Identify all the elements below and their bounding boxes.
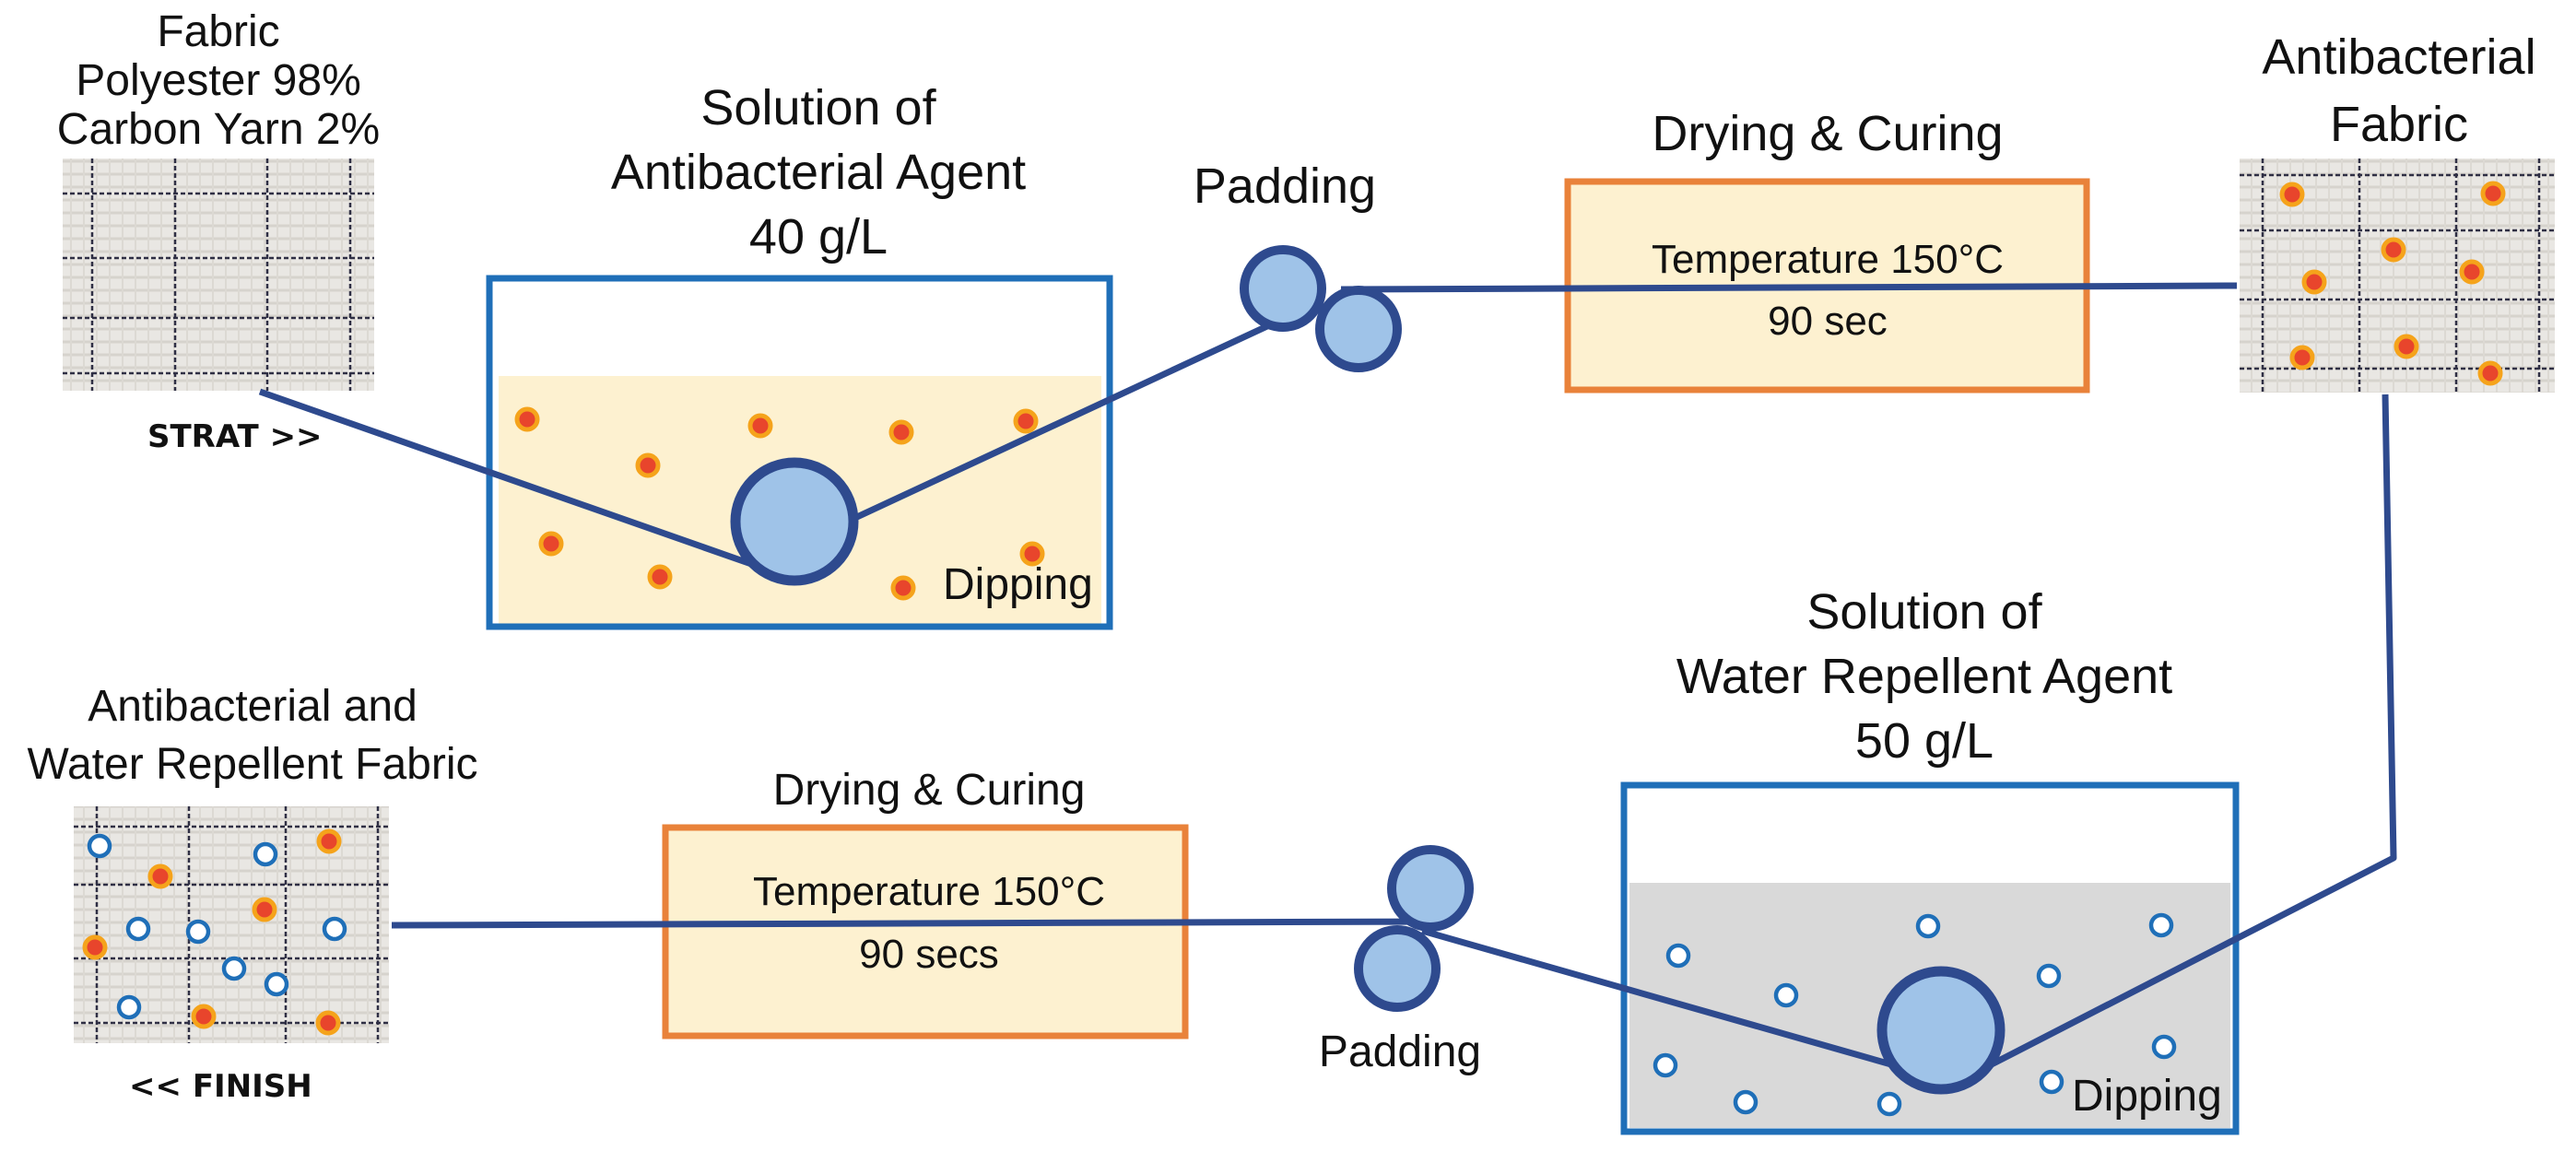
dip-roller-antibacterial	[730, 457, 859, 586]
antibacterial-tank-title-3: 40 g/L	[749, 209, 888, 264]
finish-fabric-title-2: Water Repellent Fabric	[27, 740, 477, 789]
padding-rollers-bottom	[1354, 845, 1474, 1012]
drying-curing-top: Drying & Curing Temperature 150°C 90 sec	[1564, 106, 2090, 393]
drying-top-temperature: Temperature 150°C	[1652, 237, 2004, 282]
drying-bottom-title: Drying & Curing	[773, 766, 1086, 815]
start-fabric-title-3: Carbon Yarn 2%	[57, 105, 380, 154]
drying-top-duration: 90 sec	[1768, 299, 1888, 344]
antibacterial-tank-title-1: Solution of	[700, 80, 936, 135]
water-dipping-label: Dipping	[2072, 1072, 2222, 1121]
antibacterial-dipping-label: Dipping	[943, 560, 1093, 609]
water-tank-title-3: 50 g/L	[1855, 713, 1994, 769]
dip-roller-water	[1876, 966, 2006, 1095]
drying-curing-bottom: Drying & Curing Temperature 150°C 90 sec…	[662, 766, 1189, 1039]
start-fabric: Fabric Polyester 98% Carbon Yarn 2% STRA…	[57, 7, 380, 455]
finish-caption: << FINISH	[129, 1068, 312, 1105]
path-padding-to-antibacterial-fabric	[1340, 282, 2238, 293]
path-padding-to-finish	[391, 918, 1423, 929]
fabric-grid-swatch-orange-dots-icon	[2240, 159, 2555, 393]
water-tank-border	[1620, 781, 2240, 1135]
water-tank-title-1: Solution of	[1806, 584, 2042, 640]
drying-bottom-temperature: Temperature 150°C	[753, 869, 1105, 914]
antibacterial-fabric: Antibacterial Fabric	[2240, 29, 2555, 393]
water-repellent-particles	[1653, 912, 2177, 1117]
padding-rollers-top	[1240, 245, 1402, 372]
start-fabric-title-2: Polyester 98%	[76, 56, 361, 105]
drying-bottom-oven	[662, 824, 1189, 1039]
finish-fabric: Antibacterial and Water Repellent Fabric	[27, 682, 477, 1105]
antibacterial-tank-title-2: Antibacterial Agent	[611, 145, 1026, 200]
padding-top-label: Padding	[1194, 159, 1376, 214]
fabric-grid-swatch-mixed-dots-icon	[74, 806, 389, 1043]
water-tank-title-2: Water Repellent Agent	[1676, 649, 2172, 704]
fabric-grid-swatch-icon	[63, 159, 374, 391]
antibacterial-fabric-title-2: Fabric	[2330, 97, 2468, 152]
antibacterial-particles	[514, 406, 1045, 601]
fabric-path	[258, 282, 2397, 1086]
start-fabric-title-1: Fabric	[157, 7, 279, 56]
finish-fabric-title-1: Antibacterial and	[88, 682, 418, 731]
path-antibacterial-fabric-to-water-tank	[1421, 393, 2397, 1086]
antibacterial-tank-border	[486, 275, 1113, 630]
antibacterial-fabric-title-1: Antibacterial	[2262, 29, 2535, 85]
start-caption: STRAT >>	[147, 418, 323, 455]
padding-bottom-label: Padding	[1319, 1028, 1481, 1076]
drying-bottom-duration: 90 secs	[859, 932, 999, 977]
drying-top-title: Drying & Curing	[1652, 106, 2003, 161]
